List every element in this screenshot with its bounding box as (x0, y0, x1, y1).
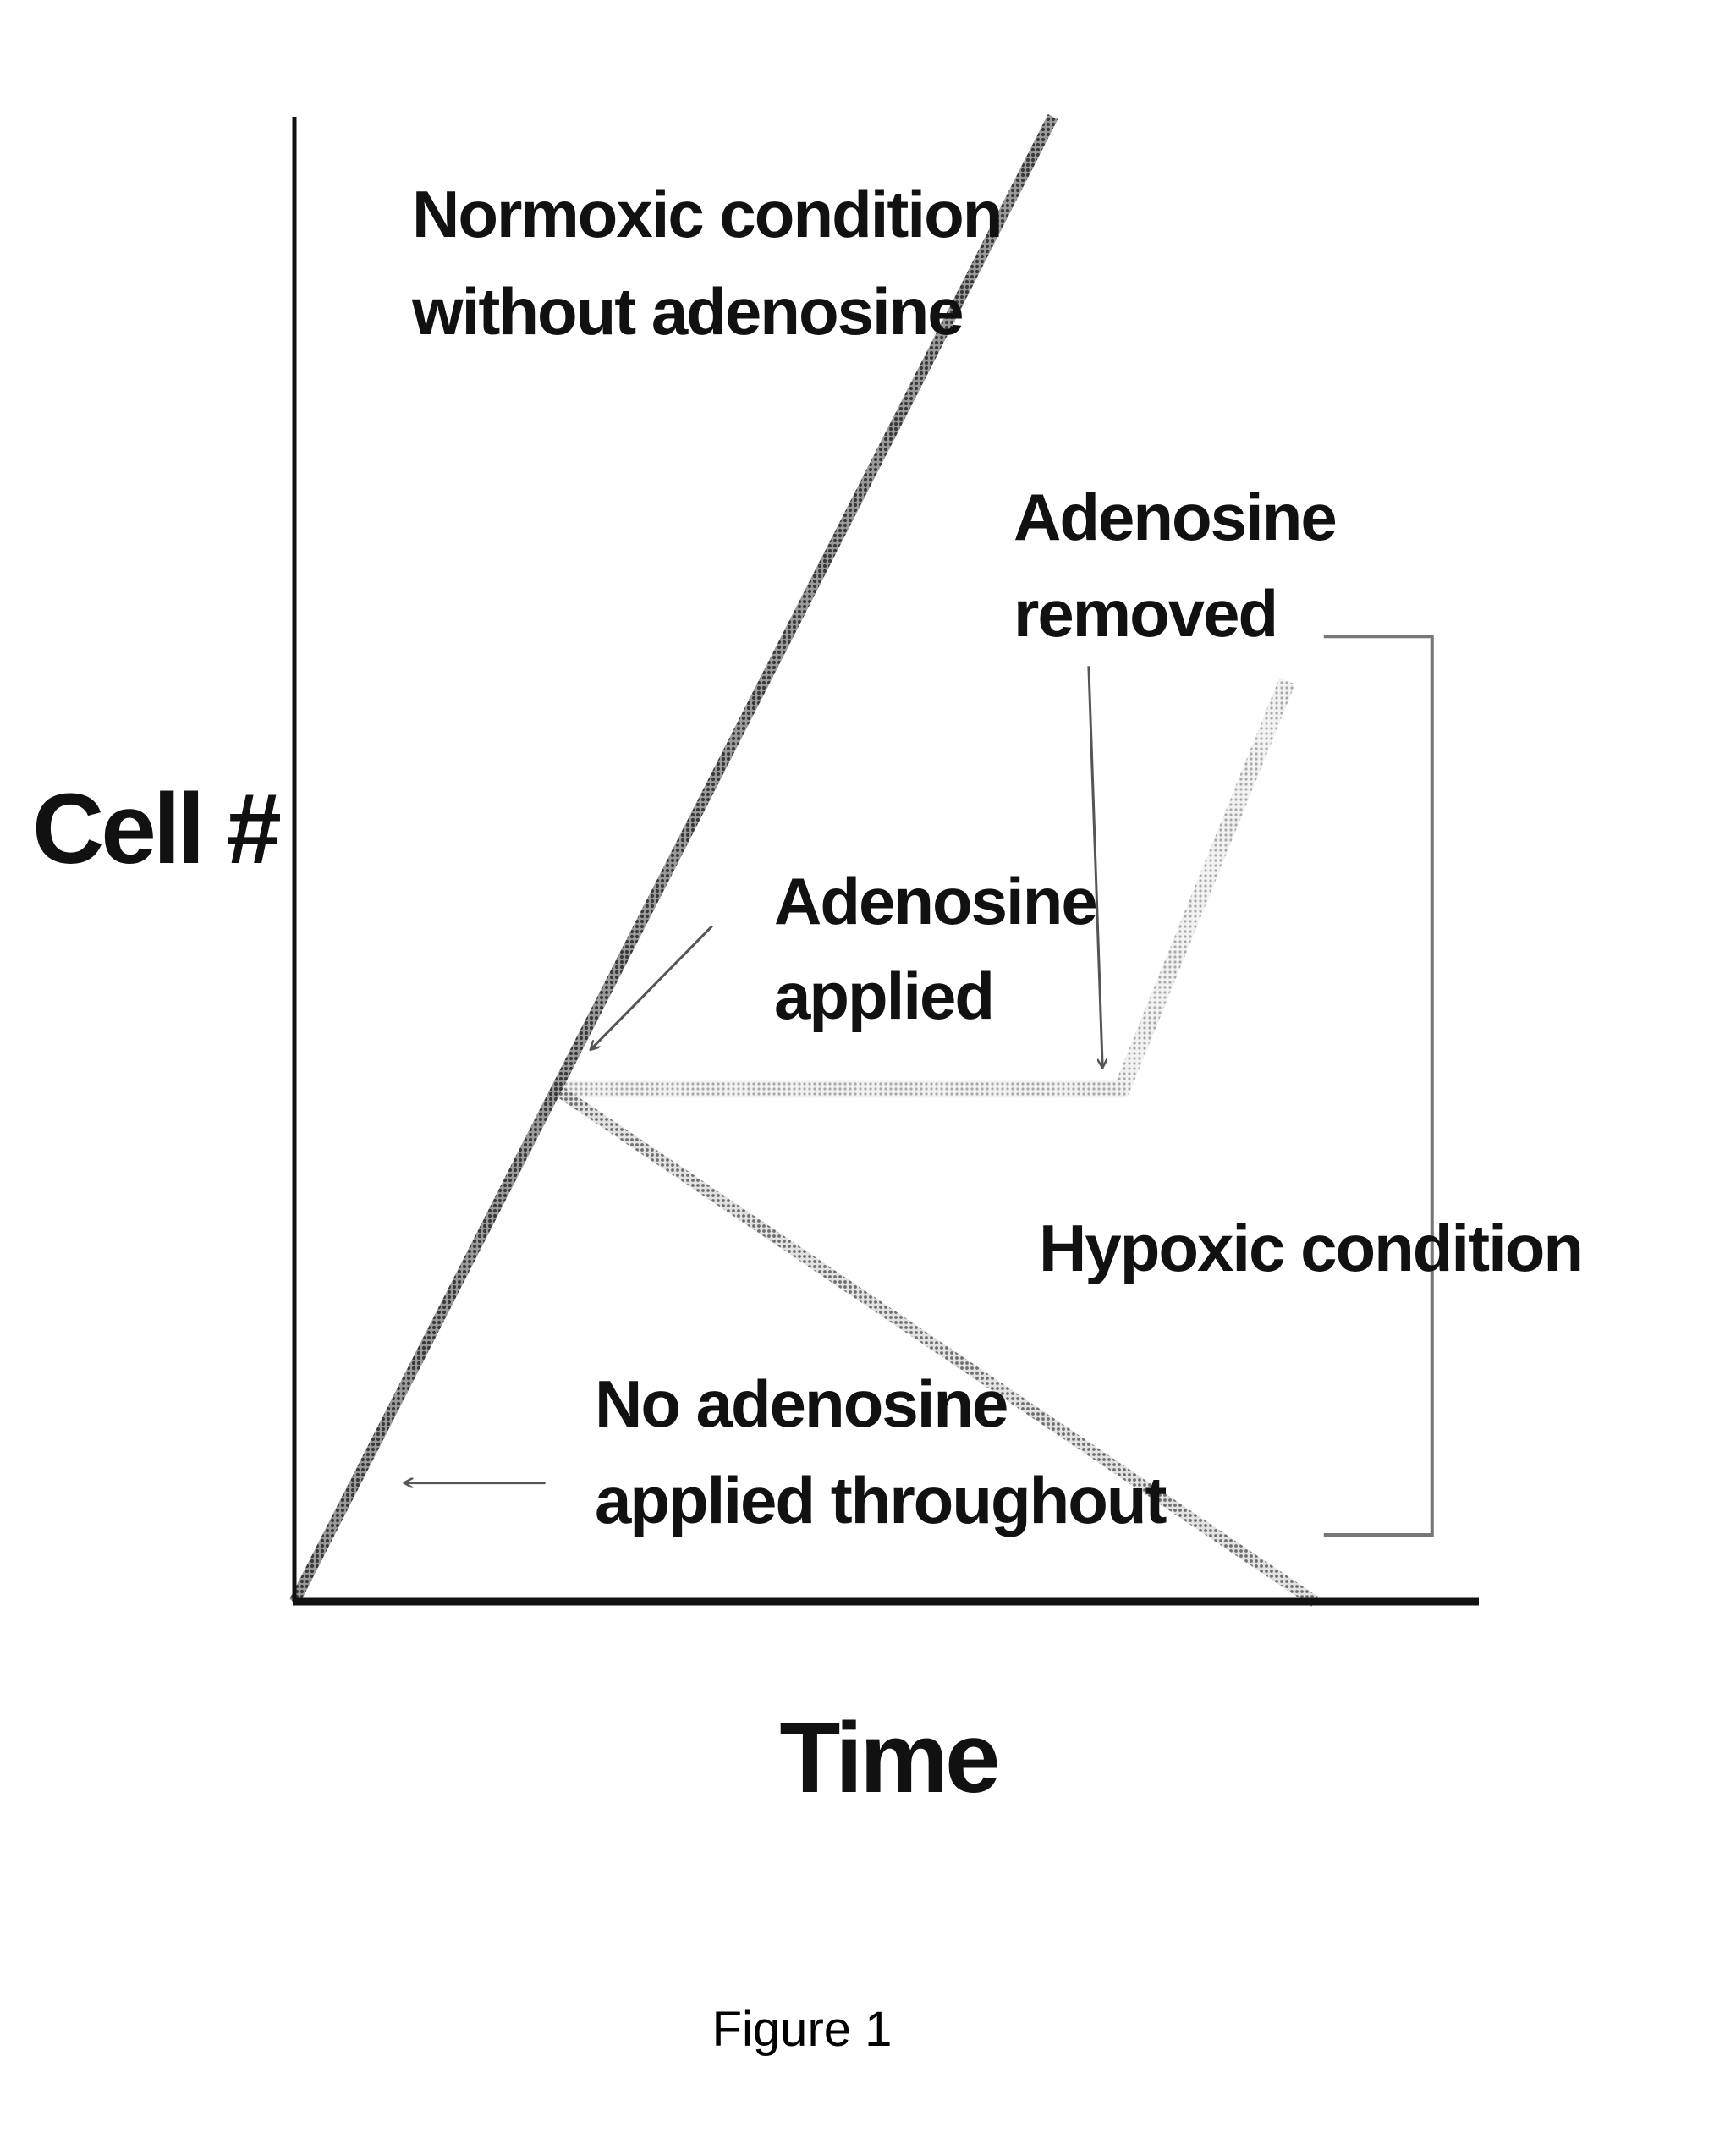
annotation-adenosine-removed-line-1: Adenosine (1014, 480, 1336, 554)
annotation-no-adenosine-line-1: No adenosine (595, 1366, 1007, 1441)
annotation-adenosine-applied: Adenosine applied (774, 864, 1112, 1033)
annotation-adenosine-removed-line-2: removed (1014, 576, 1277, 651)
bracket-layer (1324, 636, 1432, 1535)
annotation-normoxic-line-2: without adenosine (411, 274, 963, 349)
arrow-layer (404, 666, 1102, 1482)
annotation-no-adenosine-line-2: applied throughout (595, 1463, 1167, 1537)
annotation-adenosine-applied-line-1: Adenosine (774, 864, 1096, 938)
y-axis-title: Cell # (32, 773, 280, 885)
annotation-normoxic-line-1: Normoxic condition (412, 177, 1001, 251)
x-axis-title: Time (779, 1702, 997, 1814)
figure-caption: Figure 1 (712, 2002, 893, 2057)
hypoxic-bracket (1324, 636, 1432, 1535)
annotation-adenosine-applied-line-2: applied (774, 959, 993, 1033)
annotation-adenosine-removed: Adenosine removed (1014, 480, 1352, 651)
annotation-no-adenosine: No adenosine applied throughout (595, 1366, 1167, 1537)
annotation-normoxic: Normoxic condition without adenosine (411, 177, 1018, 349)
annotation-hypoxic: Hypoxic condition (1039, 1211, 1582, 1285)
